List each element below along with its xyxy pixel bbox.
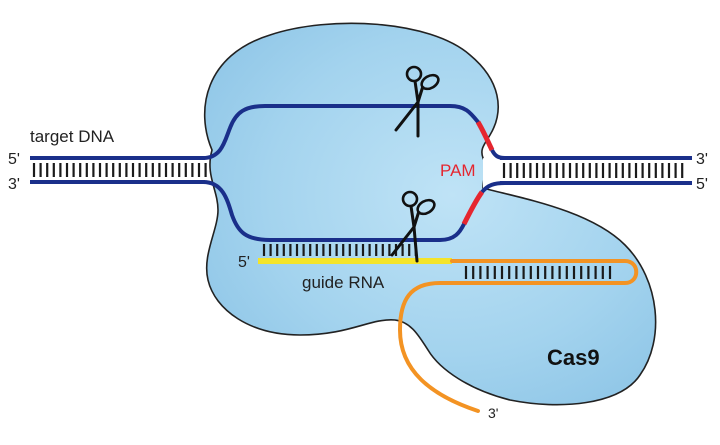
dna-bottom-strand-rejoin [480, 181, 506, 194]
cas9-label: Cas9 [547, 345, 600, 370]
dna-top-strand-rejoin [490, 149, 506, 160]
tracr-rna-loop [397, 259, 639, 413]
dna-top-strand-unwound [201, 104, 480, 160]
scissors-icon-top [394, 65, 440, 138]
tail-3prime-label: 3' [488, 405, 498, 421]
cas9-protein-shape [203, 22, 657, 406]
pam-bottom-segment [461, 190, 485, 226]
right-bottom-5prime-label: 5' [696, 176, 708, 193]
guide-5prime-label: 5' [238, 254, 250, 271]
target-dna-label: target DNA [30, 127, 115, 146]
pam-top-segment [475, 120, 495, 152]
left-top-5prime-label: 5' [8, 151, 20, 168]
right-dna-duplex [502, 163, 684, 178]
left-bottom-3prime-label: 3' [8, 176, 20, 193]
guide-rna-label: guide RNA [302, 273, 385, 292]
left-dna-duplex [32, 163, 207, 177]
tracr-rna-base-pairs [464, 266, 612, 279]
right-top-3prime-label: 3' [696, 151, 708, 168]
scissors-icon-bottom [390, 190, 436, 263]
pam-label: PAM [440, 161, 476, 180]
dna-bottom-strand-unwound [201, 180, 466, 242]
protein-notch [483, 158, 505, 188]
